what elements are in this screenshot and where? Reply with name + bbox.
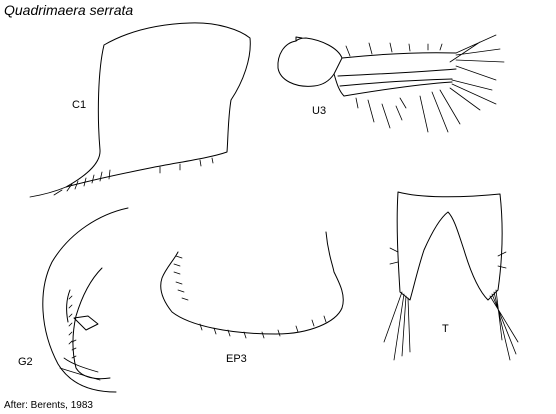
species-title: Quadrimaera serrata bbox=[4, 2, 134, 18]
label-t: T bbox=[442, 323, 449, 335]
label-u3: U3 bbox=[312, 105, 326, 117]
figure-u3: U3 bbox=[277, 34, 505, 133]
label-ep3: EP3 bbox=[226, 353, 247, 365]
label-c1: C1 bbox=[72, 99, 86, 111]
label-g2: G2 bbox=[18, 356, 33, 368]
figure-c1: C1 bbox=[29, 22, 251, 198]
source-credit: After: Berents, 1983 bbox=[4, 400, 93, 411]
figure-g2: G2 bbox=[18, 207, 129, 393]
figure-t: T bbox=[383, 191, 519, 361]
figure-ep3: EP3 bbox=[160, 231, 344, 365]
